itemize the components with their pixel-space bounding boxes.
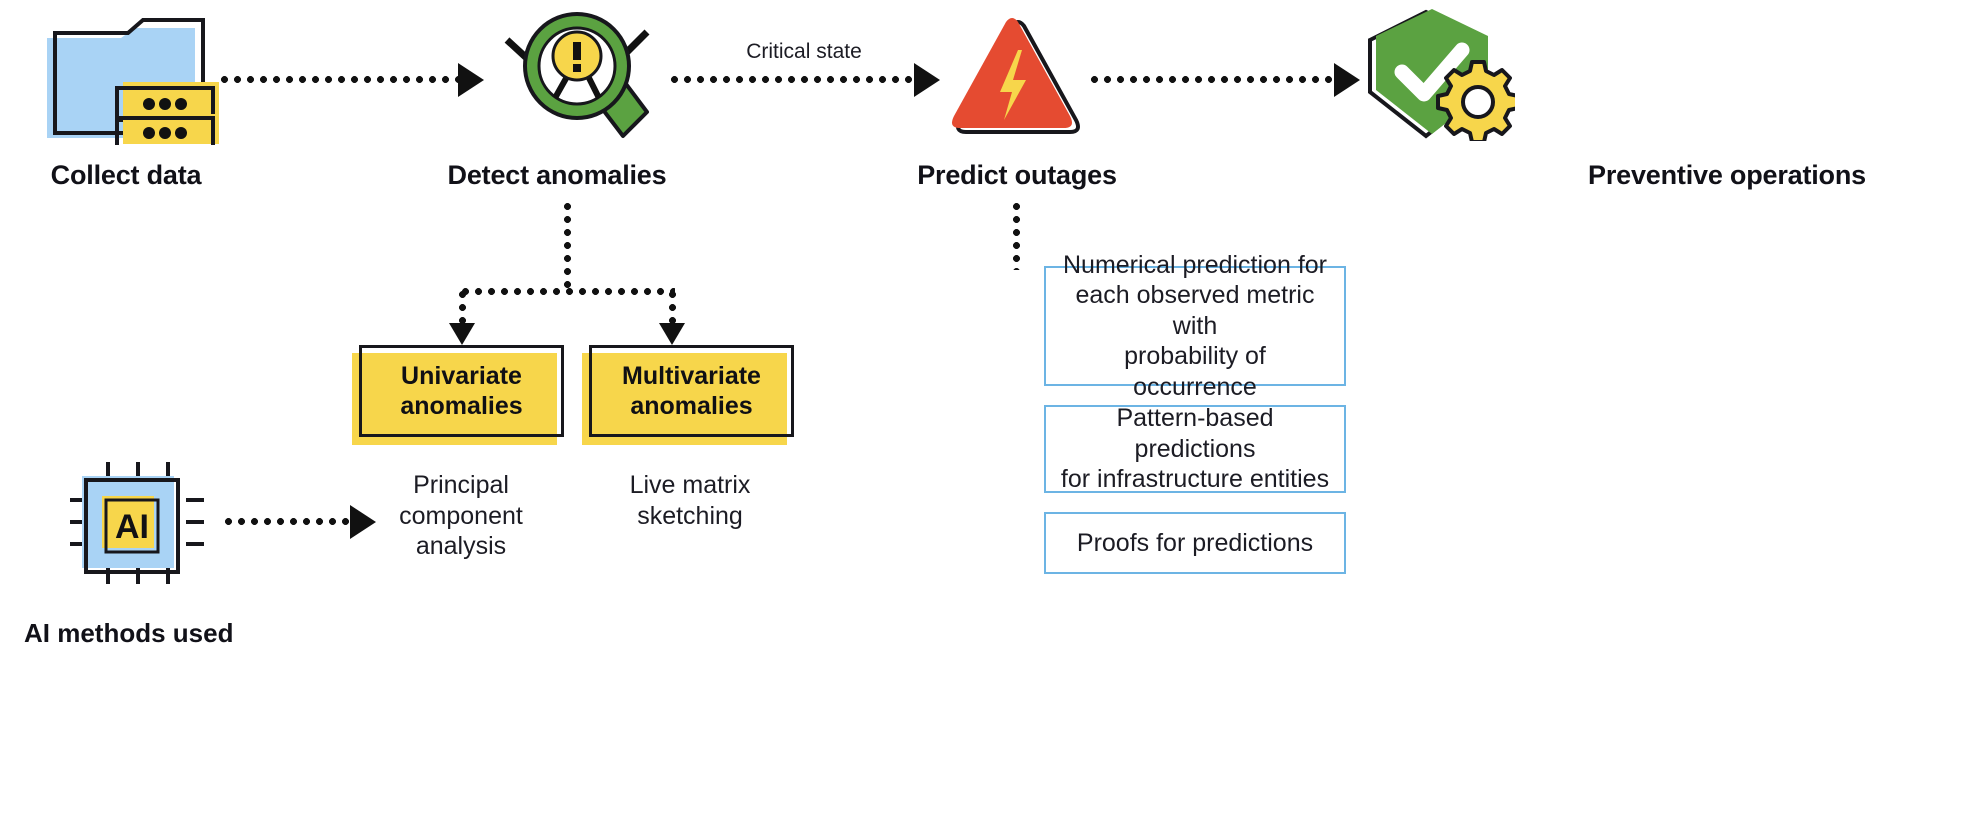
branch-right-leg <box>669 288 676 328</box>
prediction-card-numerical[interactable]: Numerical prediction for each observed m… <box>1044 251 1346 401</box>
edge-collect-to-detect-arrowhead <box>458 63 484 97</box>
anomaly-box-univariate-frame <box>359 345 564 437</box>
shield-check-gear-icon <box>1368 9 1515 141</box>
branch-left-arrowhead <box>449 323 475 345</box>
edge-detect-to-predict <box>668 76 918 83</box>
stage-label-collect: Collect data <box>50 160 202 190</box>
edge-ai-to-methods-arrowhead <box>350 505 376 539</box>
anomaly-box-univariate-fill <box>352 353 557 445</box>
prediction-card-proofs[interactable]: Proofs for predictions <box>1044 512 1346 574</box>
stage-label-detect: Detect anomalies <box>447 160 667 190</box>
branch-crossbar-detect <box>459 288 675 295</box>
warning-triangle-bolt-icon <box>952 18 1080 134</box>
database-folder-icon <box>47 18 219 145</box>
magnifier-alert-icon <box>504 12 650 138</box>
ai-chip-icon: AI <box>70 462 204 584</box>
anomaly-box-multivariate-text: Multivariate anomalies <box>589 345 794 437</box>
anomaly-box-multivariate-line2: anomalies <box>630 392 753 420</box>
branch-stem-detect <box>564 200 571 290</box>
anomaly-box-univariate-line2: anomalies <box>400 392 523 420</box>
anomaly-box-multivariate-line1: Multivariate <box>622 361 761 390</box>
ai-chip-label: AI <box>115 508 149 546</box>
method-caption-sketching: Live matrix sketching <box>629 471 751 530</box>
anomaly-box-multivariate-frame <box>589 345 794 437</box>
prediction-card-pattern[interactable]: Pattern-based predictions for infrastruc… <box>1044 404 1346 493</box>
branch-stem-predict <box>1013 200 1020 270</box>
stage-label-predict: Predict outages <box>917 160 1117 190</box>
edge-label-critical-state: Critical state <box>746 40 862 63</box>
anomaly-box-univariate[interactable]: Univariate anomalies <box>352 345 564 445</box>
anomaly-box-univariate-line1: Univariate <box>401 361 522 390</box>
method-caption-pca: Principal component analysis <box>399 471 523 560</box>
edge-predict-to-preventive-arrowhead <box>1334 63 1360 97</box>
edge-predict-to-preventive <box>1088 76 1338 83</box>
anomaly-box-multivariate-fill <box>582 353 787 445</box>
edge-ai-to-methods <box>222 518 364 525</box>
anomaly-box-univariate-text: Univariate anomalies <box>359 345 564 437</box>
anomaly-box-multivariate[interactable]: Multivariate anomalies <box>582 345 794 445</box>
ai-methods-note: AI methods used <box>24 618 234 648</box>
edge-collect-to-detect <box>218 76 463 83</box>
branch-left-leg <box>459 288 466 328</box>
edge-detect-to-predict-arrowhead <box>914 63 940 97</box>
stage-label-preventive: Preventive operations <box>1588 160 1866 190</box>
branch-right-arrowhead <box>659 323 685 345</box>
